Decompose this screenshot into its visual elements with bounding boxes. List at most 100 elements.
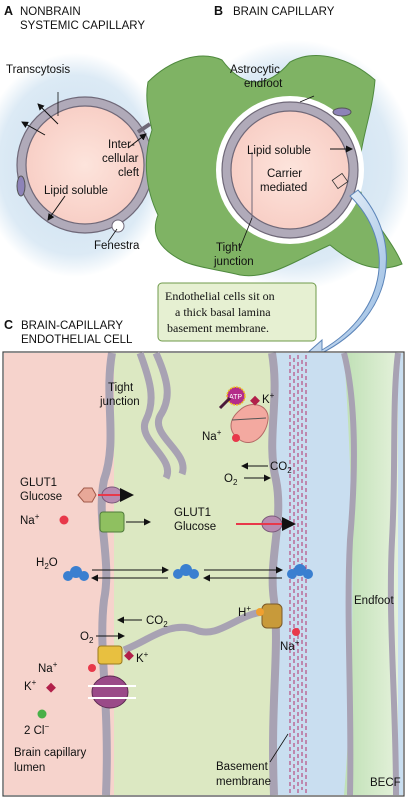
cl-label: 2 Cl− bbox=[24, 722, 49, 737]
na-cotransporter-protein bbox=[99, 511, 125, 533]
carrier-label-2: mediated bbox=[260, 182, 307, 194]
brain-nucleus bbox=[332, 107, 352, 117]
atp-tail bbox=[218, 396, 232, 410]
astrocytic-label-1: Astrocytic bbox=[230, 64, 280, 76]
na-label-becf: Na+ bbox=[280, 638, 300, 653]
glucose-molecule-luminal bbox=[77, 487, 97, 503]
atp-badge: ATP bbox=[226, 386, 246, 406]
na-ion bbox=[232, 434, 240, 442]
nonbrain-capillary-lumen bbox=[25, 105, 145, 225]
k-label-1: K+ bbox=[262, 391, 275, 406]
cl-ion bbox=[37, 709, 47, 719]
carrier-box bbox=[331, 172, 349, 190]
tight-junction-label-b2: junction bbox=[213, 256, 254, 268]
lumen-region bbox=[4, 353, 114, 795]
na-h-exchanger bbox=[256, 603, 300, 636]
na-cotransporter bbox=[59, 511, 151, 533]
astrocytic-label-2: endfoot bbox=[244, 78, 283, 90]
panel-c-title-line2: ENDOTHELIAL CELL bbox=[21, 334, 133, 346]
becf-label: BECF bbox=[370, 777, 401, 789]
tight-junction-label-c2: junction bbox=[99, 396, 140, 408]
na-label-luminal: Na+ bbox=[20, 512, 40, 527]
endfoot-membrane bbox=[341, 352, 357, 796]
lipid-soluble-label-a: Lipid soluble bbox=[44, 185, 108, 197]
transcytosis-arrow-2 bbox=[21, 121, 46, 136]
panel-b-title: BRAIN CAPILLARY bbox=[233, 6, 335, 18]
tight-junction-label-c1: Tight bbox=[108, 382, 134, 394]
k-label-pump: K+ bbox=[136, 650, 149, 665]
brain-lumen-label-1: Brain capillary bbox=[14, 747, 86, 759]
panel-b-letter: B bbox=[214, 4, 223, 18]
tight-junction-membrane-1 bbox=[136, 351, 172, 480]
co2-label-lower: CO2 bbox=[146, 615, 168, 629]
atpase-rotation-arrow bbox=[231, 417, 267, 421]
o2-label-upper: O2 bbox=[224, 473, 238, 487]
na-ion-becf bbox=[292, 628, 300, 636]
water-molecule-1 bbox=[63, 566, 89, 581]
k-label-nkcc: K+ bbox=[24, 678, 37, 693]
na-ion-luminal bbox=[59, 515, 69, 525]
endfoot-membrane-right bbox=[387, 352, 401, 796]
carrier-label-1: Carrier bbox=[267, 168, 302, 180]
h-ion bbox=[256, 608, 264, 616]
glut1-luminal bbox=[77, 486, 134, 504]
na-label-pump: Na+ bbox=[38, 660, 58, 675]
exchanger-protein bbox=[261, 603, 283, 629]
atp-label: ATP bbox=[229, 394, 242, 401]
endfoot-region bbox=[344, 353, 398, 795]
transcytosis-label: Transcytosis bbox=[6, 64, 70, 76]
endfoot-label: Endfoot bbox=[354, 595, 394, 607]
na-ion-pump bbox=[88, 664, 96, 672]
nucleus bbox=[16, 175, 26, 197]
tight-junction-leader bbox=[239, 217, 253, 249]
glucose-label-luminal: Glucose bbox=[20, 491, 62, 503]
h2o-label: H2O bbox=[36, 557, 58, 571]
tight-junction-label-b1: Tight bbox=[216, 242, 242, 254]
glut1-label-abluminal: GLUT1 bbox=[174, 507, 211, 519]
panel-b: B BRAIN CAPILLARY Astrocytic endfoot Lip… bbox=[145, 4, 408, 290]
fenestra-leader bbox=[107, 228, 118, 243]
na-k-atpase: ATP bbox=[218, 386, 269, 443]
panel-c: C BRAIN-CAPILLARY ENDOTHELIAL CELL bbox=[2, 318, 405, 797]
lipid-soluble-arrow bbox=[47, 195, 66, 221]
pump-protein-luminal bbox=[97, 645, 123, 665]
fenestra-label: Fenestra bbox=[94, 240, 140, 252]
callout-line3: basement membrane. bbox=[167, 321, 269, 335]
na-k-pump-luminal bbox=[88, 645, 134, 672]
brain-lumen-label-2: lumen bbox=[14, 762, 45, 774]
panel-a-letter: A bbox=[4, 4, 13, 18]
intercellular-label-3: cleft bbox=[118, 167, 140, 179]
intercellular-label-2: cellular bbox=[102, 153, 139, 165]
basement-leader bbox=[269, 733, 289, 763]
nkcc-cotransporter bbox=[37, 675, 136, 719]
abluminal-membrane bbox=[268, 352, 283, 796]
co2-label-upper: CO2 bbox=[270, 461, 292, 475]
panel-a-title-line1: NONBRAIN bbox=[20, 6, 81, 18]
intercellular-cleft bbox=[136, 122, 152, 134]
panel-a: A NONBRAIN SYSTEMIC CAPILLARY Transcytos… bbox=[0, 4, 170, 277]
panel-c-letter: C bbox=[4, 318, 13, 332]
fenestra-pore bbox=[111, 219, 125, 233]
water-molecule-2 bbox=[173, 564, 199, 579]
nkcc-arrows bbox=[88, 685, 136, 699]
na-label-1: Na+ bbox=[202, 428, 222, 443]
glut1-label-luminal: GLUT1 bbox=[20, 477, 57, 489]
h-label: H+ bbox=[238, 604, 251, 619]
panel-a-title-line2: SYSTEMIC CAPILLARY bbox=[20, 20, 145, 32]
glut1-abluminal bbox=[236, 515, 296, 533]
glucose-label-abluminal: Glucose bbox=[174, 521, 216, 533]
callout-line2: a thick basal lamina bbox=[175, 305, 271, 319]
callout-line1: Endothelial cells sit on bbox=[165, 289, 275, 303]
lipid-soluble-label-b: Lipid soluble bbox=[247, 145, 311, 157]
cell-membrane-lower bbox=[122, 608, 271, 654]
water-diffusion bbox=[63, 564, 313, 582]
cleft-arrow bbox=[127, 133, 147, 149]
water-molecule-3 bbox=[287, 564, 313, 579]
o2-label-lower: O2 bbox=[80, 631, 94, 645]
atpase-protein bbox=[230, 404, 269, 443]
callout: Endothelial cells sit on a thick basal l… bbox=[157, 282, 317, 342]
nkcc-protein bbox=[91, 675, 129, 709]
intercellular-label-1: Inter- bbox=[108, 139, 135, 151]
callout-box bbox=[157, 282, 317, 342]
